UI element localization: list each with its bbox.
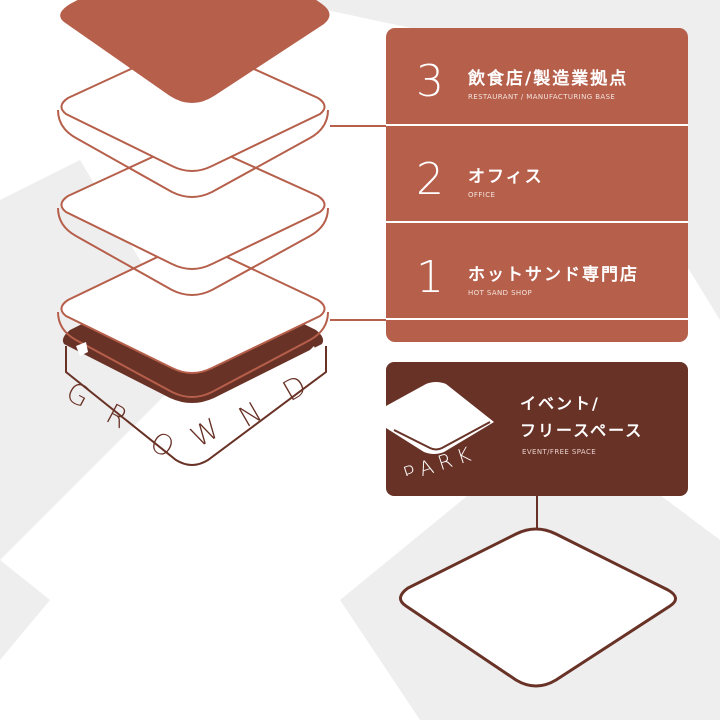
park-logo-icon: PARK (386, 382, 494, 476)
floor-name-en-2: OFFICE (468, 191, 496, 199)
floor-name-en-1: HOT SAND SHOP (468, 289, 533, 297)
floor-3-slab (57, 45, 329, 198)
floor-row-2: 2 オフィス OFFICE (386, 126, 688, 224)
floor-name-jp-2: オフィス (468, 167, 544, 187)
park-name-jp: イベント/ フリースペース (520, 390, 643, 444)
building-stack: G R O W N D (57, 0, 386, 466)
park-info-panel: PARK イベント/ フリースペース EVENT/FREE SPACE (386, 362, 688, 496)
floor-name-en-3: RESTAURANT / MANUFACTURING BASE (468, 93, 616, 101)
park-ground-slab (399, 527, 677, 688)
floor-1-slab (57, 245, 329, 398)
floor-name-jp-1: ホットサンド専門店 (468, 265, 639, 285)
base-block-side (65, 346, 327, 466)
floor-name-jp-3: 飲食店/製造業拠点 (468, 69, 629, 89)
floor-number-2: 2 (416, 154, 444, 205)
floor-info-panel: 3 飲食店/製造業拠点 RESTAURANT / MANUFACTURING B… (386, 28, 688, 342)
floor-divider (386, 221, 688, 223)
base-letter-n: N (233, 395, 268, 434)
park-name-jp-line1: イベント/ (520, 394, 600, 413)
base-letter-d: D (277, 369, 312, 408)
floor-divider (386, 318, 688, 320)
park-name-jp-line2: フリースペース (520, 421, 644, 440)
park-leader-line (536, 480, 538, 530)
floor-row-1: 1 ホットサンド専門店 HOT SAND SHOP (386, 224, 688, 322)
floor-row-3: 3 飲食店/製造業拠点 RESTAURANT / MANUFACTURING B… (386, 28, 688, 126)
base-letter-g: G (61, 375, 96, 414)
park-name-en: EVENT/FREE SPACE (522, 448, 597, 456)
floor-number-3: 3 (416, 56, 444, 107)
base-letter-w: W (185, 412, 225, 454)
floor-divider (386, 124, 688, 126)
floor-number-1: 1 (416, 252, 444, 303)
floor-2-slab (57, 143, 329, 296)
roof-slab (60, 0, 330, 103)
